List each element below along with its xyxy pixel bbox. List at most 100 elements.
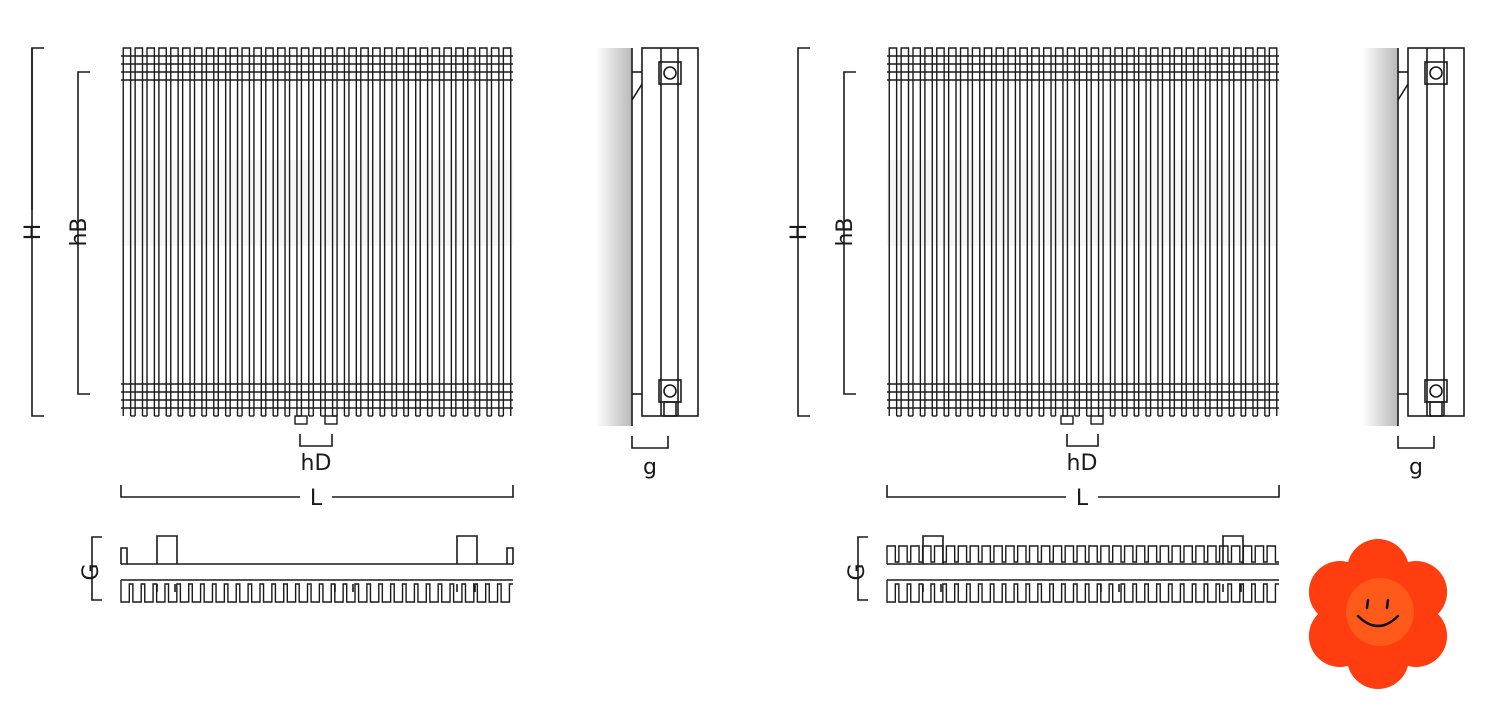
radiator-tube	[181, 47, 191, 416]
label-G-right: G	[845, 563, 870, 580]
label-G-left: G	[79, 563, 104, 580]
radiator-tube	[936, 47, 945, 416]
radiator-tube	[1221, 47, 1230, 416]
wall-bracket	[922, 535, 944, 564]
valve-stub	[1060, 415, 1074, 425]
top-view-left: G	[79, 535, 514, 603]
flower-smile	[1356, 614, 1400, 628]
radiator-tube	[1268, 47, 1278, 416]
radiator-tube	[1173, 47, 1183, 416]
wall-bracket	[1222, 535, 1244, 564]
radiator-tube	[1007, 47, 1017, 416]
label-H-left: H	[21, 224, 46, 241]
flower-eye	[1365, 598, 1370, 610]
radiator-tube	[383, 47, 393, 416]
radiator-tube	[158, 47, 167, 416]
label-hD-right: hD	[1067, 451, 1098, 476]
radiator-tube	[253, 47, 262, 416]
front-view-left	[121, 47, 513, 425]
radiator-tube	[1042, 47, 1052, 416]
radiator-tube	[1078, 47, 1088, 416]
radiator-tube	[490, 47, 500, 416]
radiator-tube	[959, 47, 969, 416]
radiator-tube	[912, 47, 922, 416]
radiator-tube	[478, 47, 488, 416]
flower-eye	[1385, 598, 1390, 610]
radiator-tube	[1054, 47, 1064, 416]
radiator-tube	[217, 47, 227, 416]
radiator-tube	[288, 47, 298, 416]
radiator-tube	[467, 47, 476, 416]
side-view-left: g	[596, 47, 699, 480]
radiator-tube	[1185, 47, 1195, 416]
radiator-tube	[1244, 47, 1254, 416]
radiator-tube	[336, 47, 346, 416]
radiator-tube	[1102, 47, 1112, 416]
radiator-tube	[1031, 47, 1040, 416]
radiator-tube	[947, 47, 957, 416]
radiator-tube	[502, 47, 512, 416]
radiator-tube	[407, 47, 417, 416]
dim-hB-left: hB	[67, 71, 92, 395]
wall-bracket	[456, 535, 478, 564]
label-hD-left: hD	[301, 451, 332, 476]
label-hB-left: hB	[67, 217, 92, 246]
label-H-right: H	[787, 224, 812, 241]
front-view-right	[887, 47, 1279, 425]
radiator-tube	[146, 47, 156, 416]
radiator-tube	[348, 47, 358, 416]
dim-hB-right: hB	[833, 71, 858, 395]
top-view-fins-rear	[886, 545, 1279, 564]
radiator-tube	[1197, 47, 1207, 416]
radiator-tube	[1161, 47, 1171, 416]
wall-bracket	[156, 535, 178, 564]
flower-center	[1346, 578, 1414, 646]
radiator-tube	[924, 47, 933, 416]
dim-hD-right: hD	[1066, 434, 1099, 476]
label-L-left: L	[310, 486, 323, 511]
dim-hD-left: hD	[299, 434, 333, 476]
radiator-tube	[276, 47, 286, 416]
radiator-tube	[395, 47, 405, 416]
valve-stub	[324, 415, 338, 425]
label-g-left: g	[643, 455, 657, 480]
radiator-tube	[971, 47, 981, 416]
radiator-tube	[900, 47, 910, 416]
radiator-tube	[229, 47, 239, 416]
radiator-tube	[265, 47, 274, 416]
radiator-tube	[241, 47, 251, 416]
dim-L-left: L	[120, 485, 514, 511]
radiator-tube	[300, 47, 310, 416]
label-hB-right: hB	[833, 217, 858, 246]
radiator-tube	[443, 47, 453, 416]
radiator-tube	[455, 47, 464, 416]
radiator-tube	[170, 47, 179, 416]
radiator-tube	[1126, 47, 1135, 416]
radiator-tube	[1256, 47, 1266, 416]
radiator-tube	[205, 47, 215, 416]
radiator-tube	[193, 47, 203, 416]
valve-stub	[294, 415, 308, 425]
label-g-right: g	[1409, 455, 1423, 480]
radiator-tube	[995, 47, 1005, 416]
radiator-tube	[1114, 47, 1124, 416]
top-view-right: G	[845, 535, 1279, 603]
top-view-fins	[886, 580, 1279, 603]
radiator-tube	[888, 47, 898, 416]
radiator-tube	[431, 47, 441, 416]
smiling-flower-icon	[1308, 539, 1448, 689]
radiator-tube	[134, 47, 144, 416]
radiator-tube	[122, 47, 132, 416]
side-view-right: g	[1362, 47, 1465, 480]
radiator-tube	[312, 47, 322, 416]
radiator-tube	[419, 47, 429, 416]
radiator-tube	[1090, 47, 1100, 416]
radiator-tube	[1066, 47, 1076, 416]
dim-H-right: H	[787, 47, 812, 417]
dim-H-left: H	[21, 47, 46, 417]
radiator-tube	[324, 47, 334, 416]
radiator-tube	[1019, 47, 1028, 416]
radiator-tube	[1149, 47, 1159, 416]
valve-stub	[1090, 415, 1104, 425]
radiator-tube	[1233, 47, 1242, 416]
